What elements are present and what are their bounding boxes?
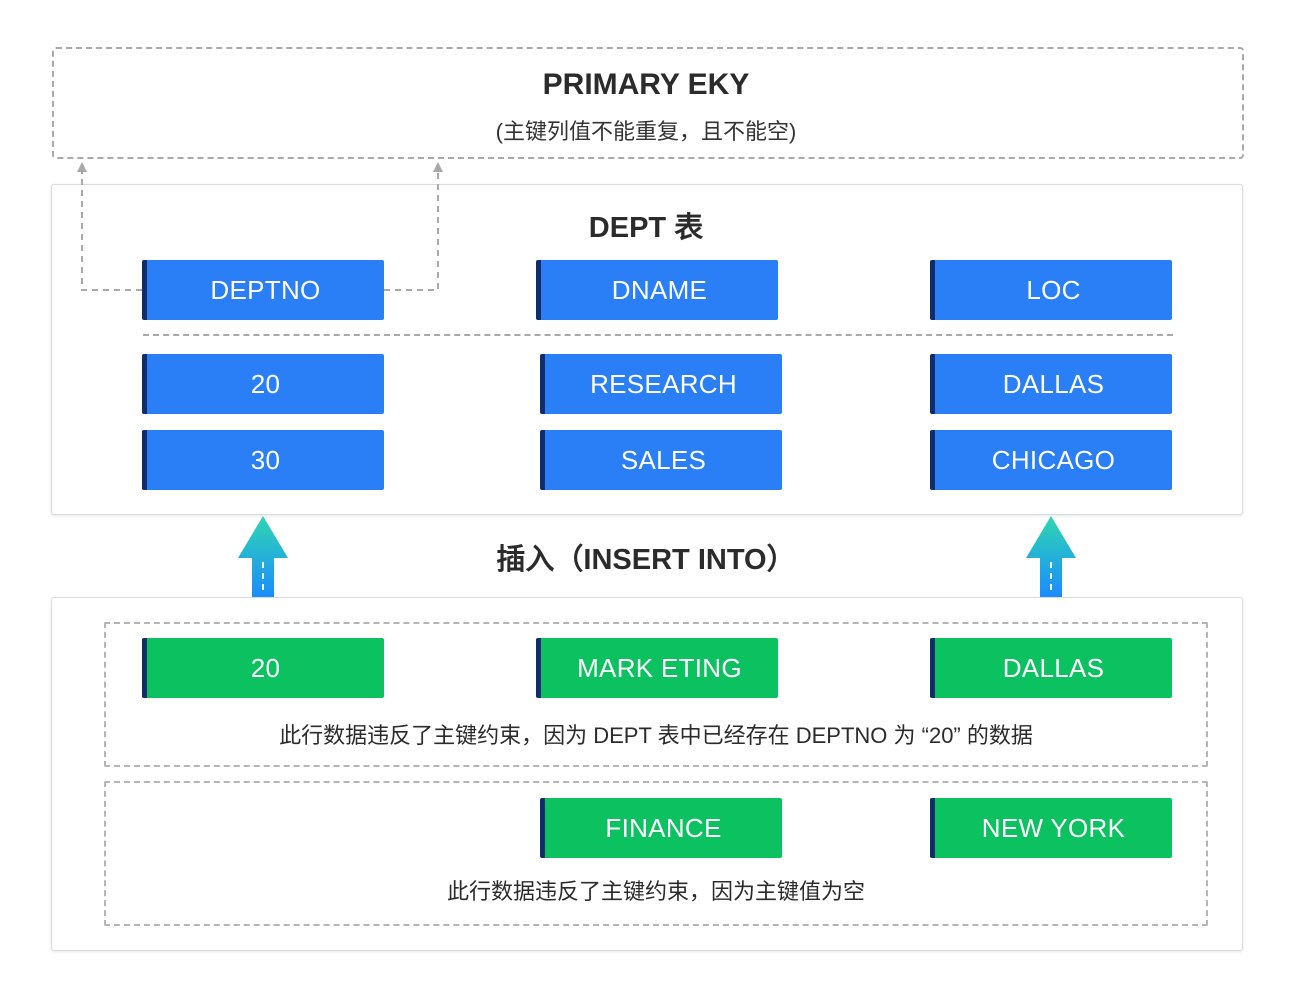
table-cell-dname-row2: SALES (540, 430, 782, 490)
pk-connector-left-head (77, 162, 87, 172)
table-cell-loc-row1: DALLAS (930, 354, 1172, 414)
table-cell-deptno-row2: 30 (142, 430, 384, 490)
insert-arrow-left (238, 516, 288, 597)
pk-connector-right-head (433, 162, 443, 172)
header-divider (143, 334, 1173, 336)
dept-table-title: DEPT 表 (588, 212, 704, 244)
insert-row-1-box (104, 622, 1208, 767)
table-cell-dname-row1: RESEARCH (540, 354, 782, 414)
column-header-deptno: DEPTNO (142, 260, 384, 320)
insert-cell-deptno-row1: 20 (142, 638, 384, 698)
column-header-loc: LOC (930, 260, 1172, 320)
primary-key-subtitle: (主键列值不能重复，且不能空) (495, 119, 797, 144)
insert-cell-loc-row1: DALLAS (930, 638, 1172, 698)
insert-row-1-note: 此行数据违反了主键约束，因为 DEPT 表中已经存在 DEPTNO 为 “20”… (279, 723, 1033, 748)
column-header-dname: DNAME (536, 260, 778, 320)
insert-cell-dname-row2: FINANCE (540, 798, 782, 858)
insert-cell-loc-row2: NEW YORK (930, 798, 1172, 858)
insert-label: 插入（INSERT INTO） (496, 544, 796, 576)
pk-connector-right (384, 168, 439, 291)
table-cell-deptno-row1: 20 (142, 354, 384, 414)
primary-key-title: PRIMARY EKY (542, 68, 750, 101)
table-cell-loc-row2: CHICAGO (930, 430, 1172, 490)
insert-row-2-box (104, 781, 1208, 926)
insert-cell-dname-row1: MARK ETING (536, 638, 778, 698)
insert-arrow-right (1026, 516, 1076, 597)
primary-key-box (52, 47, 1244, 159)
insert-row-2-note: 此行数据违反了主键约束，因为主键值为空 (446, 879, 865, 904)
pk-connector-left (81, 168, 142, 291)
